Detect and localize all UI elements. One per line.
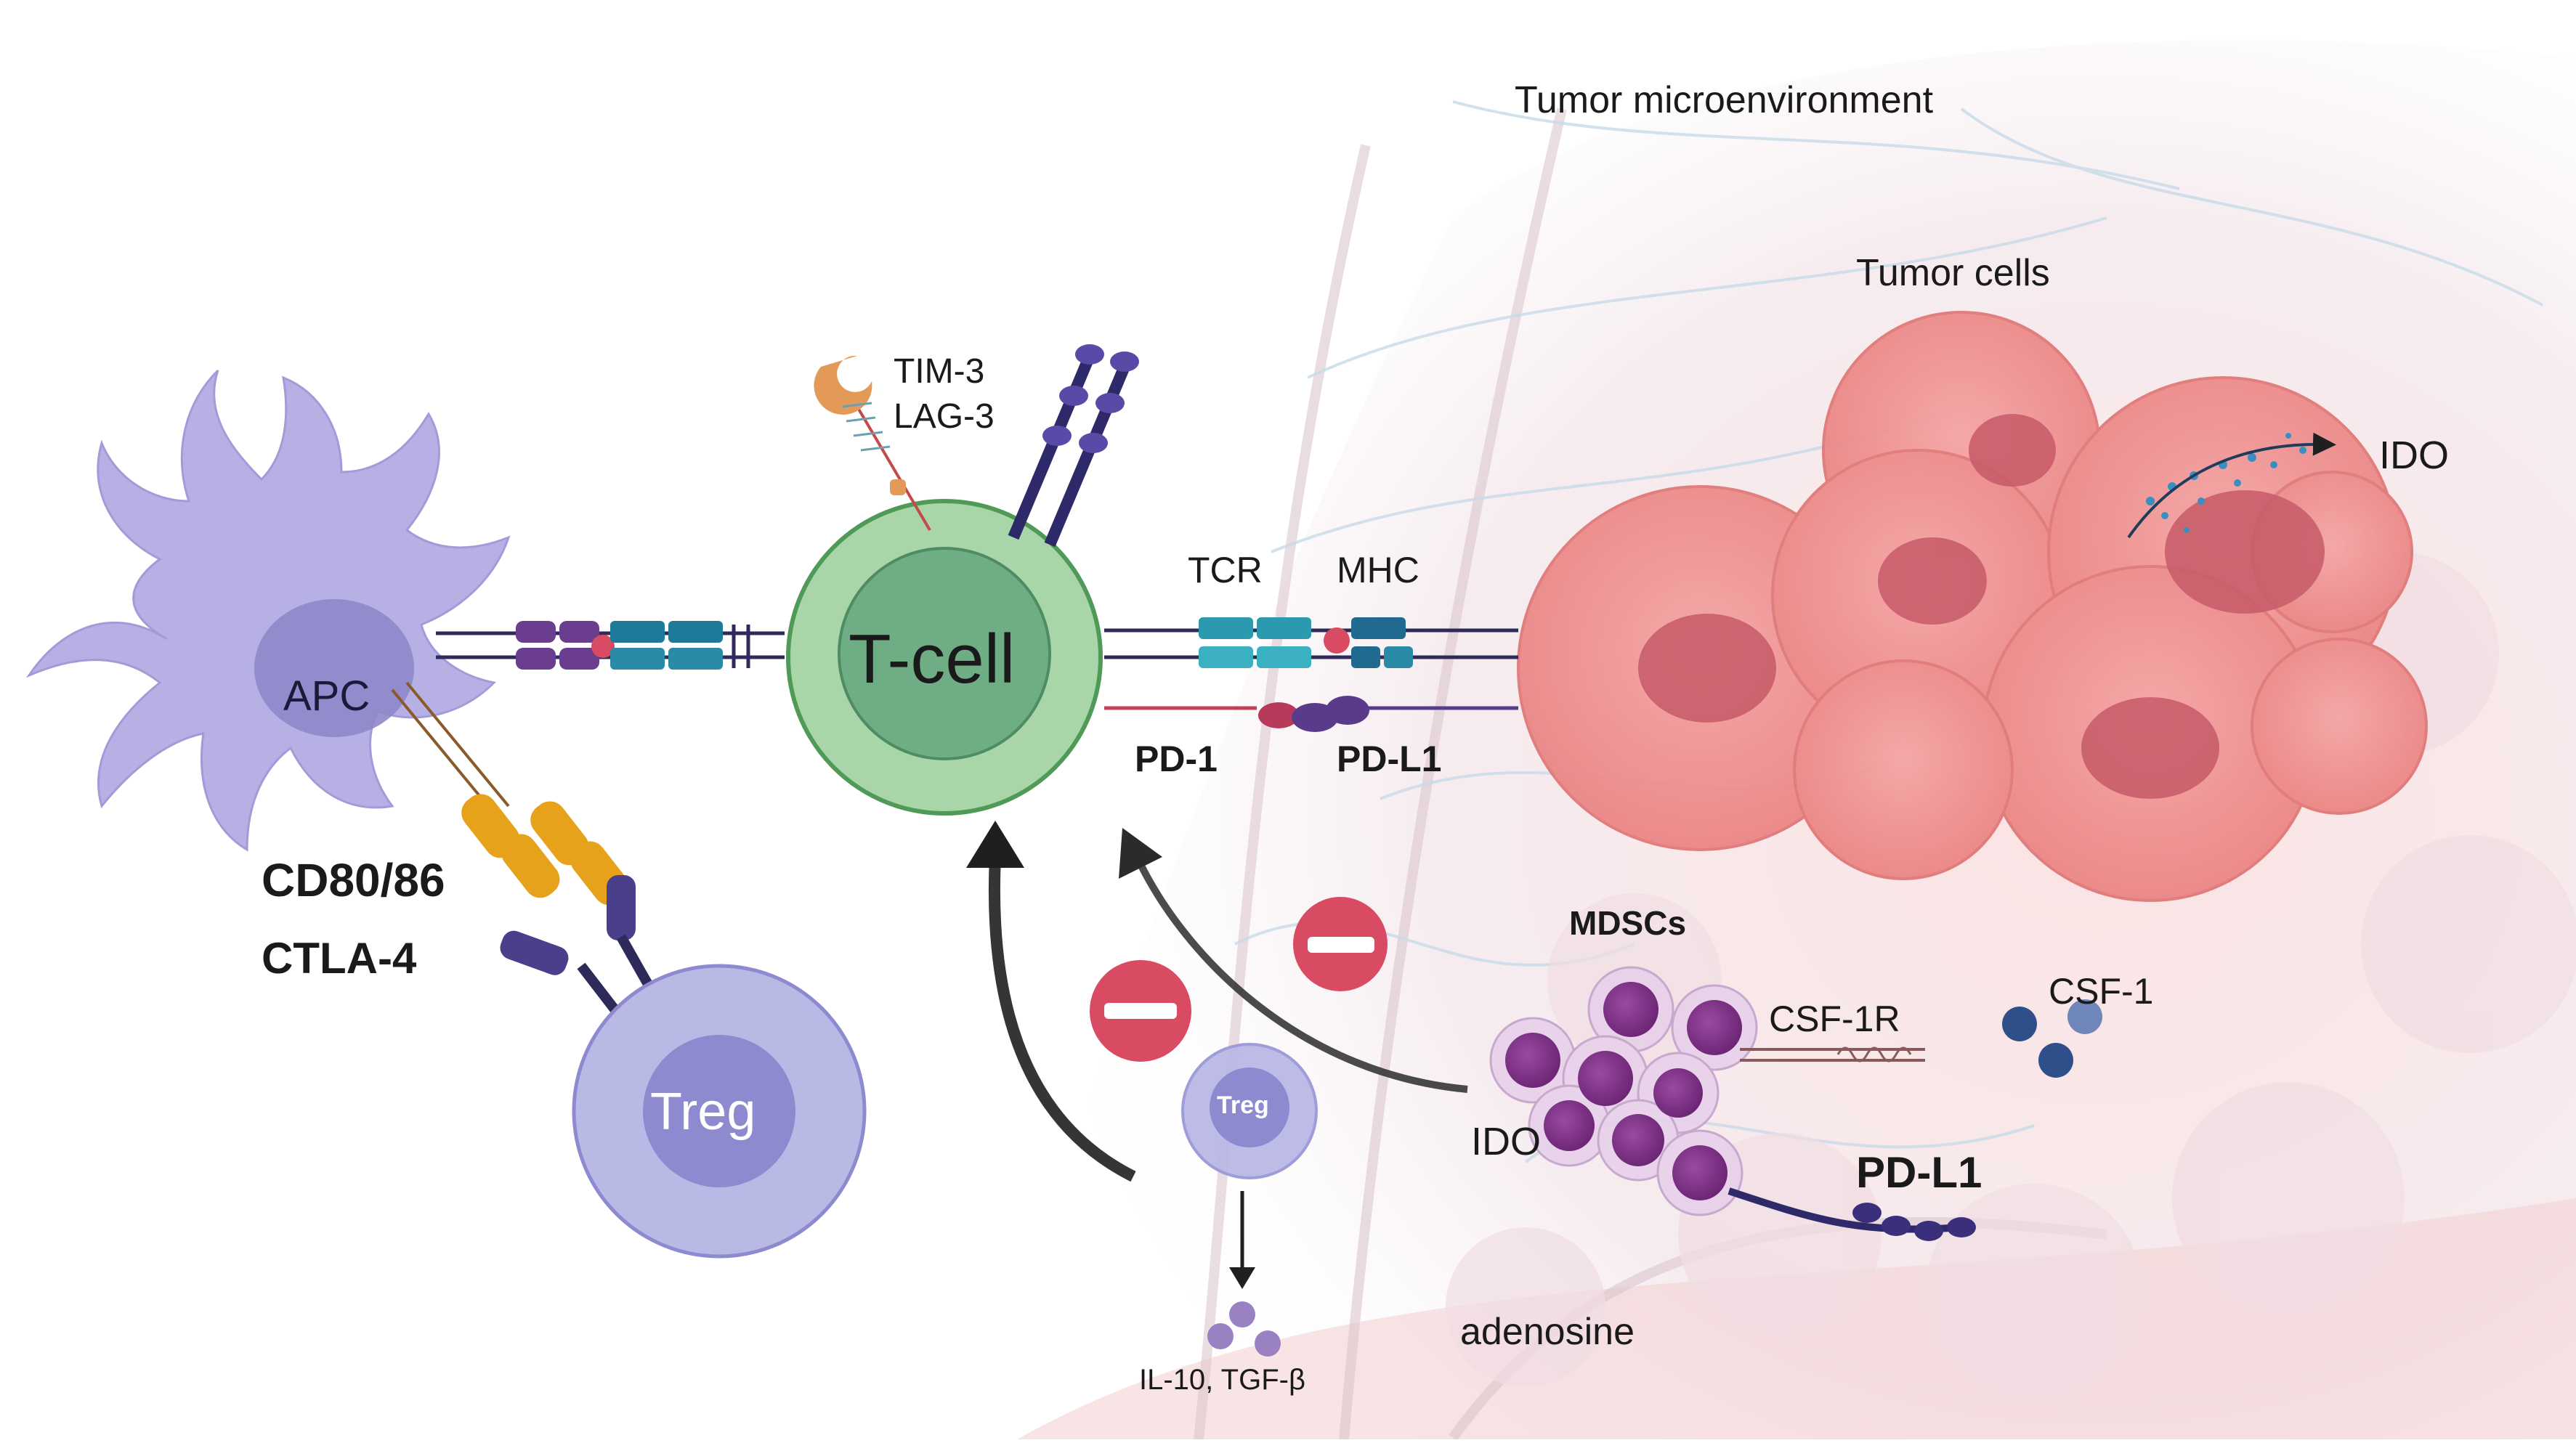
label-pdl1-top: PD-L1 [1337, 739, 1442, 779]
apc-tcell-receptors [436, 621, 785, 670]
label-tcr: TCR [1188, 550, 1263, 590]
tumor-nucleus [1638, 614, 1776, 723]
treg-small-cell [1181, 1043, 1318, 1357]
label-pdl1-mdsc: PD-L1 [1856, 1148, 1982, 1197]
label-lag3: LAG-3 [894, 397, 995, 436]
label-treg-small: Treg [1217, 1092, 1269, 1119]
label-il10-tgfb: IL-10, TGF-β [1139, 1364, 1305, 1396]
treg-main-cell [572, 964, 867, 1259]
pd1-pdl1-pair [1104, 696, 1518, 732]
tumor-cell-cluster [1517, 311, 2428, 902]
tcr-mhc-complex [1104, 617, 1518, 668]
ido-arrow [2127, 432, 2336, 539]
mdsc-cluster [1489, 966, 1976, 1241]
label-tumor-cells: Tumor cells [1856, 252, 2050, 294]
label-ido-mdsc: IDO [1471, 1120, 1542, 1163]
label-tim3: TIM-3 [894, 352, 985, 391]
inhibit-symbol [1293, 897, 1388, 991]
inhibition-arrows [966, 821, 1468, 1182]
label-csf1: CSF-1 [2049, 971, 2154, 1012]
label-mdscs: MDSCs [1569, 904, 1687, 942]
tumor-nucleus [1969, 414, 2056, 487]
t-cell [786, 499, 1103, 816]
label-mhc: MHC [1337, 550, 1419, 590]
label-ido-top: IDO [2379, 434, 2450, 477]
inhibit-symbol [1090, 960, 1191, 1062]
apc-nucleus [254, 599, 414, 737]
label-adenosine: adenosine [1460, 1311, 1635, 1353]
label-apc: APC [283, 672, 370, 720]
label-treg-main: Treg [650, 1083, 756, 1141]
label-cd80-86: CD80/86 [262, 854, 445, 906]
tumor-nucleus [2081, 697, 2219, 799]
lag3-receptor [1008, 344, 1139, 548]
label-pd1: PD-1 [1135, 739, 1218, 779]
label-ctla4: CTLA-4 [262, 934, 417, 983]
tumor-nucleus [1878, 537, 1987, 625]
label-tcell: T-cell [848, 620, 1016, 698]
label-csf1r: CSF-1R [1769, 999, 1900, 1039]
csf1-dots [2002, 999, 2102, 1078]
tumor-nucleus [2165, 490, 2325, 614]
tim3-receptor [814, 355, 931, 532]
apc-cell [25, 369, 511, 852]
label-tumor-microenvironment: Tumor microenvironment [1515, 79, 1934, 121]
cytokine-dots [1207, 1301, 1281, 1357]
